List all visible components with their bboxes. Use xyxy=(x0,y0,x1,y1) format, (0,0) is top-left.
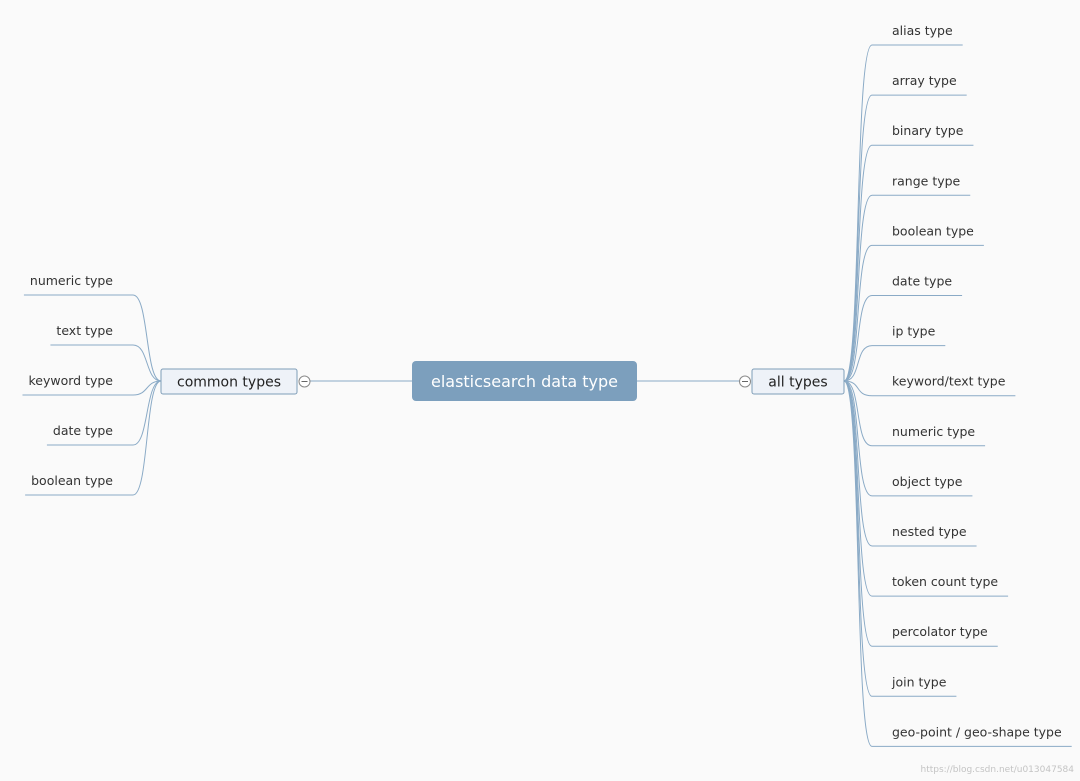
leaf-connector xyxy=(843,380,986,447)
central-topic-box xyxy=(412,361,637,401)
common-types-leaf-boolean-type[interactable]: boolean type xyxy=(25,380,162,496)
leaf-connector xyxy=(843,94,967,382)
leaf-label: geo-point / geo-shape type xyxy=(892,724,1062,739)
common-types-leaf-keyword-type[interactable]: keyword type xyxy=(22,373,162,396)
leaf-label: date type xyxy=(53,423,113,438)
leaf-label: date type xyxy=(892,274,952,289)
leaf-label: keyword type xyxy=(28,373,113,388)
all-types-leaf-geo-point-geo-shape-type[interactable]: geo-point / geo-shape type xyxy=(843,380,1072,747)
leaf-label: alias type xyxy=(892,23,953,38)
leaf-label: keyword/text type xyxy=(892,374,1006,389)
leaf-connector xyxy=(25,380,162,496)
all-types-leaf-token-count-type[interactable]: token count type xyxy=(843,380,1009,597)
all-types-leaf-keyword-text-type[interactable]: keyword/text type xyxy=(843,374,1016,397)
all-types-leaf-array-type[interactable]: array type xyxy=(843,73,967,382)
leaf-connector xyxy=(843,380,977,547)
leaf-connector xyxy=(843,144,974,382)
leaf-label: text type xyxy=(56,323,113,338)
common-types-leaf-date-type[interactable]: date type xyxy=(46,380,162,446)
leaf-label: nested type xyxy=(892,524,967,539)
leaf-connector xyxy=(23,294,162,382)
leaf-connector xyxy=(50,344,162,382)
leaf-label: ip type xyxy=(892,324,936,339)
all-types-label: all types xyxy=(768,375,827,391)
leaf-label: numeric type xyxy=(30,273,113,288)
all-types-collapse-toggle[interactable] xyxy=(739,375,751,388)
leaf-label: boolean type xyxy=(892,223,974,238)
all-types-leaf-ip-type[interactable]: ip type xyxy=(843,324,946,382)
leaf-connector xyxy=(843,380,1072,747)
leaf-connector xyxy=(22,380,162,396)
leaf-label: binary type xyxy=(892,123,964,138)
all-types-leaf-numeric-type[interactable]: numeric type xyxy=(843,380,986,447)
common-types-collapse-toggle[interactable] xyxy=(298,375,311,388)
common-types-leaf-text-type[interactable]: text type xyxy=(50,323,162,382)
leaf-label: join type xyxy=(891,674,947,689)
all-types-leaf-percolator-type[interactable]: percolator type xyxy=(843,380,998,647)
leaf-connector xyxy=(843,380,1009,597)
leaf-connector xyxy=(843,380,998,647)
all-types-leaf-date-type[interactable]: date type xyxy=(843,274,963,382)
leaf-label: range type xyxy=(892,173,961,188)
leaf-connector xyxy=(843,244,984,382)
all-types-leaf-object-type[interactable]: object type xyxy=(843,380,973,497)
all-types-leaf-range-type[interactable]: range type xyxy=(843,173,971,382)
all-types-leaf-binary-type[interactable]: binary type xyxy=(843,123,974,382)
common-types-leaf-numeric-type[interactable]: numeric type xyxy=(23,273,162,382)
watermark-text: https://blog.csdn.net/u013047584 xyxy=(920,765,1074,775)
all-types-leaf-boolean-type[interactable]: boolean type xyxy=(843,223,984,382)
all-types-box xyxy=(751,368,845,395)
leaf-label: array type xyxy=(892,73,957,88)
leaf-connector xyxy=(843,194,971,382)
central-topic-label: elasticsearch data type xyxy=(431,372,618,391)
leaf-label: percolator type xyxy=(892,624,988,639)
common-types-box xyxy=(160,368,298,395)
leaf-label: token count type xyxy=(892,574,998,589)
leaf-label: boolean type xyxy=(31,473,113,488)
common-types-node[interactable]: common types xyxy=(160,368,298,395)
all-types-leaf-group: alias type array type binary type range typ… xyxy=(843,23,1072,747)
all-types-leaf-nested-type[interactable]: nested type xyxy=(843,380,977,547)
leaf-connector xyxy=(843,380,1016,397)
common-types-label: common types xyxy=(177,375,281,391)
leaf-label: object type xyxy=(892,474,963,489)
leaf-connector xyxy=(843,345,946,382)
leaf-connector xyxy=(46,380,162,446)
central-topic-node[interactable]: elasticsearch data type xyxy=(412,361,637,401)
leaf-label: numeric type xyxy=(892,424,975,439)
all-types-node[interactable]: all types xyxy=(751,368,845,395)
leaf-connector xyxy=(843,295,963,382)
leaf-connector xyxy=(843,380,973,497)
common-types-leaf-group: numeric type text type keyword type date ty… xyxy=(22,273,162,496)
